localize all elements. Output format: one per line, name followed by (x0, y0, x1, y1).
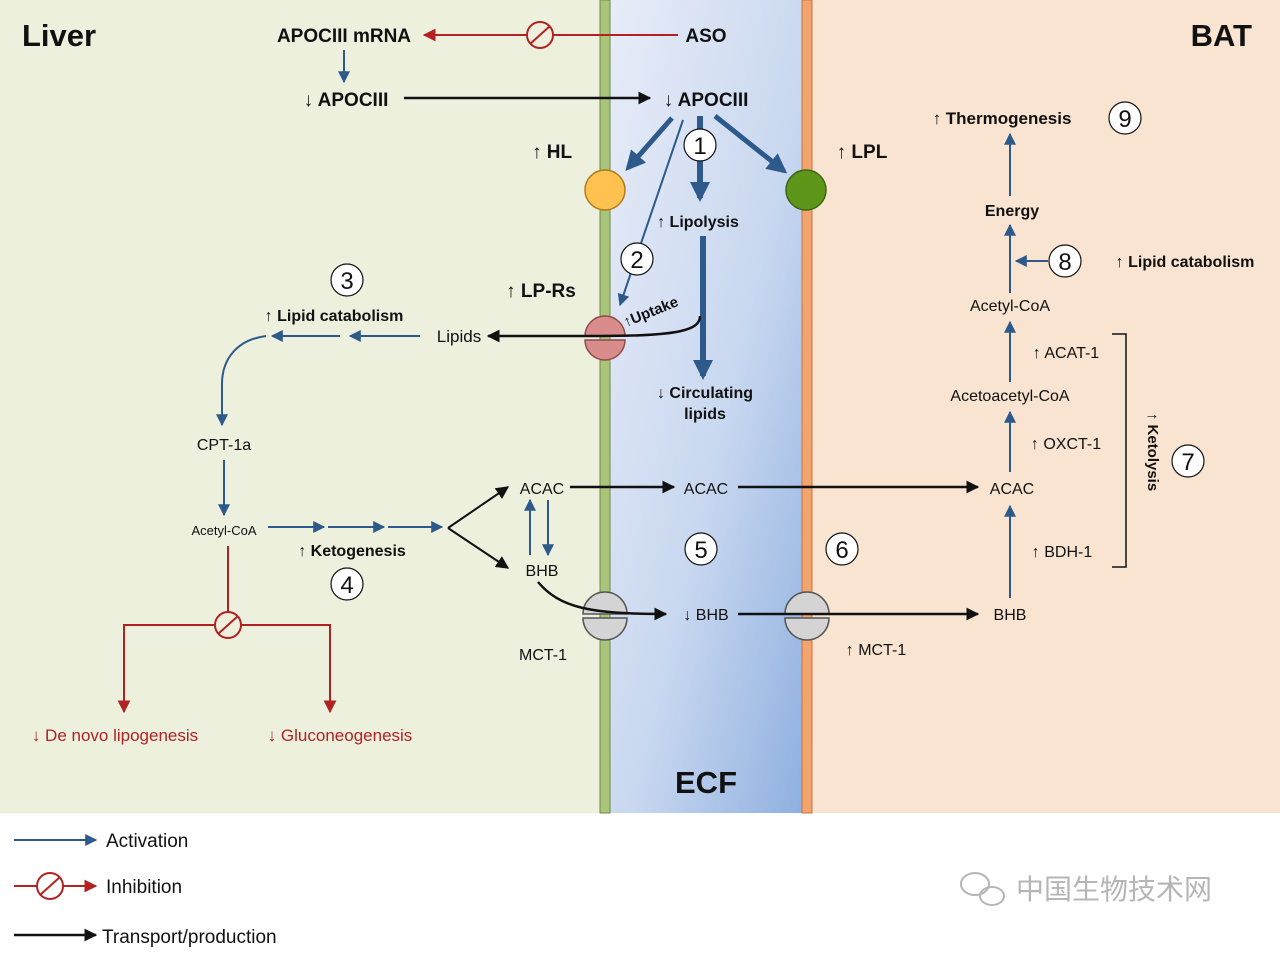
circulating-lipids-line1: ↓ Circulating (657, 385, 753, 402)
legend-activation-label: Activation (106, 831, 188, 852)
liver-label: Liver (22, 18, 96, 53)
ecf-apociii-label: ↓ APOCIII (664, 90, 749, 111)
uptake-arrow (486, 315, 702, 343)
ketogenesis-to-bhb-arrow (447, 527, 510, 569)
step-7-marker: 7 (1171, 444, 1205, 478)
acat1-label: ↑ ACAT-1 (1033, 345, 1099, 362)
legend: Activation Inhibition Transport/producti… (14, 831, 277, 948)
de-novo-lipogenesis-label: ↓ De novo lipogenesis (32, 726, 198, 745)
step-9-marker: 9 (1108, 101, 1142, 135)
legend-transport-label: Transport/production (102, 927, 277, 948)
liver-membrane (599, 0, 611, 814)
svg-text:8: 8 (1058, 249, 1071, 276)
lipolysis-label: ↑ Lipolysis (657, 214, 739, 231)
svg-text:3: 3 (340, 268, 353, 295)
lp-rs-label: ↑ LP-Rs (506, 281, 576, 302)
liver-bhb-label: BHB (526, 563, 559, 580)
step-5-marker: 5 (684, 532, 718, 566)
liver-acac-label: ACAC (520, 481, 564, 498)
circulating-lipids-line2: lipids (684, 406, 726, 423)
svg-text:2: 2 (630, 247, 643, 274)
watermark-text: 中国生物技术网 (1016, 874, 1212, 905)
legend-inhibition-slash (39, 876, 61, 896)
bat-acetyl-coa-label: Acetyl-CoA (970, 298, 1050, 315)
step-2-marker: 2 (620, 242, 654, 276)
ketolysis-bracket (1112, 333, 1127, 568)
ketogenesis-to-acac-arrow (447, 486, 510, 529)
bdh1-label: ↑ BDH-1 (1032, 544, 1093, 561)
bat-mct1-label: ↑ MCT-1 (846, 642, 907, 659)
liver-lipids-label: Lipids (437, 327, 481, 346)
ecf-bhb-label: ↓ BHB (683, 607, 728, 624)
gluconeogenesis-label: ↓ Gluconeogenesis (268, 726, 413, 745)
step-1-marker: 1 (683, 128, 717, 162)
bat-lipid-catabolism-label: ↑ Lipid catabolism (1116, 254, 1255, 271)
hl-enzyme (584, 169, 626, 211)
thermogenesis-label: ↑ Thermogenesis (933, 109, 1072, 128)
apociii-to-lpl-arrow (713, 114, 788, 174)
svg-text:4: 4 (340, 572, 353, 599)
lpl-enzyme (785, 169, 827, 211)
apociii-mrna-label: APOCIII mRNA (277, 26, 411, 47)
liver-region (0, 0, 600, 813)
liver-mct1-transporter (582, 591, 628, 641)
liver-mct1-label: MCT-1 (519, 647, 567, 664)
inhibition-to-lipogenesis-arrow (117, 624, 215, 714)
energy-label: Energy (985, 203, 1039, 220)
ketogenesis-label: ↑ Ketogenesis (298, 543, 406, 560)
wechat-icon (960, 872, 1005, 906)
watermark: 中国生物技术网 (960, 872, 1212, 906)
bat-membrane (801, 0, 813, 814)
bat-label: BAT (1191, 18, 1252, 53)
bat-mct1-transporter (784, 591, 830, 641)
inhibition-to-gluconeogenesis-arrow (241, 624, 337, 714)
bat-bhb-label: BHB (994, 607, 1027, 624)
step-8-marker: 8 (1048, 244, 1082, 278)
svg-text:6: 6 (835, 537, 848, 564)
legend-inhibition-label: Inhibition (106, 877, 182, 898)
liver-apociii-label: ↓ APOCIII (304, 90, 389, 111)
acetoacetyl-coa-label: Acetoacetyl-CoA (950, 388, 1069, 405)
catabolism-to-cpt1a-arrow (216, 335, 267, 427)
bat-region (812, 0, 1280, 813)
aso-label: ASO (685, 26, 726, 47)
hl-label: ↑ HL (532, 142, 573, 163)
lp-rs-receptor (584, 315, 626, 361)
oxct1-label: ↑ OXCT-1 (1031, 436, 1101, 453)
aso-inhibition-symbol (526, 21, 554, 49)
step-4-marker: 4 (330, 567, 364, 601)
ketolysis-label: ↑ Ketolysis (1144, 413, 1161, 491)
svg-text:1: 1 (693, 133, 706, 160)
liver-lipid-catabolism-label: ↑ Lipid catabolism (265, 308, 404, 325)
step-3-marker: 3 (330, 263, 364, 297)
ecf-acac-label: ACAC (684, 481, 728, 498)
bat-acac-label: ACAC (990, 481, 1034, 498)
lpl-label: ↑ LPL (837, 142, 888, 163)
ecf-label: ECF (675, 765, 737, 800)
step-6-marker: 6 (825, 532, 859, 566)
apociii-to-hl-arrow (625, 116, 674, 172)
bhb-export-arrow (537, 581, 668, 621)
svg-text:7: 7 (1181, 449, 1194, 476)
cpt1a-label: CPT-1a (197, 437, 251, 454)
liver-acetyl-coa-label: Acetyl-CoA (191, 523, 256, 538)
svg-text:5: 5 (694, 537, 707, 564)
svg-text:9: 9 (1118, 106, 1131, 133)
lipogenesis-inhibition-symbol (214, 611, 242, 639)
